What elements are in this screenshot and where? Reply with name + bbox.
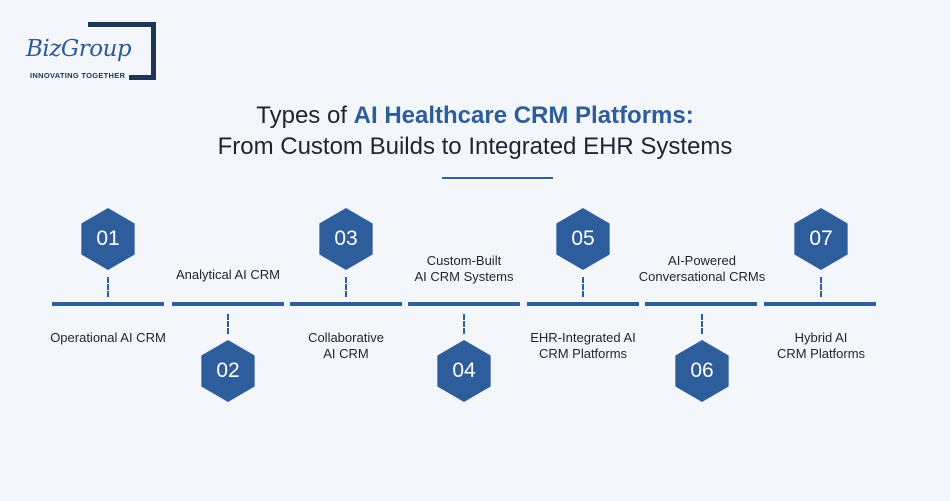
step-01-connector — [107, 277, 109, 297]
title-underline — [442, 177, 553, 179]
step-07-label: Hybrid AI CRM Platforms — [776, 330, 866, 361]
step-04-hexagon: 04 — [437, 340, 491, 402]
step-07-connector — [820, 277, 822, 297]
timeline-segment-4 — [408, 302, 520, 306]
timeline-segment-1 — [52, 302, 164, 306]
step-03-connector — [345, 277, 347, 297]
title-accent: AI Healthcare CRM Platforms: — [353, 102, 694, 129]
step-07-hexagon: 07 — [794, 208, 848, 270]
step-01-hexagon: 01 — [81, 208, 135, 270]
step-03-label: Collaborative AI CRM — [308, 330, 384, 361]
timeline-segment-3 — [290, 302, 402, 306]
timeline-segment-7 — [764, 302, 876, 306]
timeline-segment-6 — [645, 302, 757, 306]
step-05-label: EHR-Integrated AI CRM Platforms — [530, 330, 636, 361]
step-02-connector — [227, 314, 229, 334]
step-02-label: Analytical AI CRM — [175, 267, 281, 282]
step-03-hexagon: 03 — [319, 208, 373, 270]
title-prefix: Types of — [256, 102, 354, 129]
bizgroup-logo: BizGroup INNOVATING TOGETHER — [26, 22, 158, 84]
step-02-hexagon: 02 — [201, 340, 255, 402]
step-05-hexagon: 05 — [556, 208, 610, 270]
page-title-line1: Types of AI Healthcare CRM Platforms: — [0, 102, 950, 130]
step-04-connector — [463, 314, 465, 334]
step-06-connector — [701, 314, 703, 334]
logo-brand: BizGroup — [26, 36, 134, 62]
timeline-segment-2 — [172, 302, 284, 306]
timeline-segment-5 — [527, 302, 639, 306]
page-title-line2: From Custom Builds to Integrated EHR Sys… — [217, 133, 733, 160]
step-05-connector — [582, 277, 584, 297]
step-06-hexagon: 06 — [675, 340, 729, 402]
step-06-label: AI-Powered Conversational CRMs — [638, 253, 766, 284]
logo-tagline: INNOVATING TOGETHER — [30, 71, 130, 80]
step-04-label: Custom-Built AI CRM Systems — [414, 253, 514, 284]
step-01-label: Operational AI CRM — [50, 330, 166, 345]
